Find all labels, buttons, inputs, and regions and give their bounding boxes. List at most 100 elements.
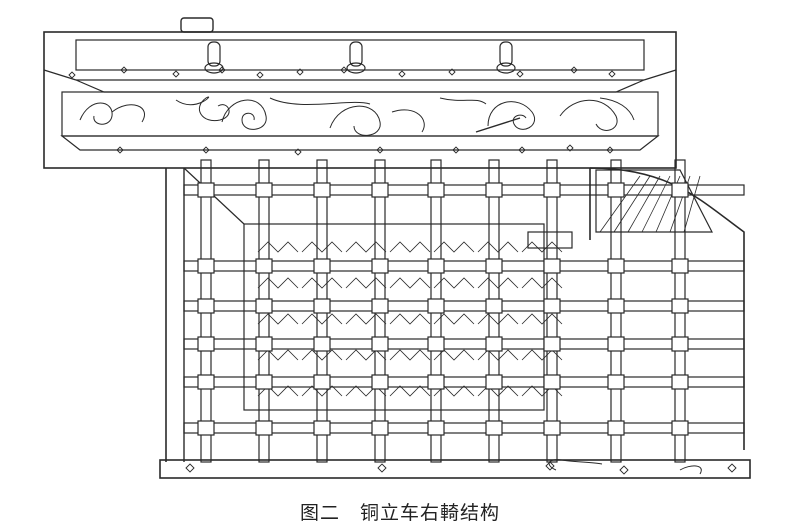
rosette-mark [566,144,574,152]
canopy-bevel-top [75,79,645,93]
frieze-scroll [269,97,371,105]
canopy-peg-base [496,62,516,74]
horizontal-rail [183,338,745,350]
fret-pattern [521,277,563,289]
fret-pattern [389,385,431,397]
rosette-mark [570,66,578,74]
canopy-peg [207,41,221,67]
joint-block [313,336,331,352]
canopy-beam [43,17,677,169]
canopy-peg-base [346,62,366,74]
fret-pattern [257,277,299,289]
fret-pattern [477,349,519,361]
rosette-mark [116,146,124,154]
joint-block [427,336,445,352]
fret-pattern [477,277,519,289]
joint-block [313,182,331,198]
fret-pattern [477,313,519,325]
fret-pattern [477,385,519,397]
fret-pattern [389,277,431,289]
frieze-scroll [559,97,635,131]
joint-block [197,420,215,436]
canopy-corner-line [43,69,77,81]
joint-block [485,298,503,314]
joint-block [371,336,389,352]
joint-block [255,298,273,314]
inner-panel [243,223,545,411]
joint-block [485,336,503,352]
joint-block [607,420,625,436]
horizontal-rail [183,260,745,272]
canopy-peg [349,41,363,67]
fret-pattern [433,241,475,253]
frieze-scroll [439,97,487,105]
fret-pattern [345,313,387,325]
fret-pattern [345,277,387,289]
base-scroll [679,465,702,475]
panel-body [165,167,745,462]
rear-brace-panel [595,169,713,233]
frieze-scroll [79,102,145,125]
base-rosette [377,463,387,473]
frieze-scroll [175,96,230,122]
fret-pattern [301,313,343,325]
joint-block [485,258,503,274]
joint-block [671,298,689,314]
joint-block [255,258,273,274]
joint-block [427,374,445,390]
figure-caption: 图二 铜立车右輢结构 [299,502,500,524]
joint-block [543,182,561,198]
rosette-mark [608,70,616,78]
rosette-mark [68,71,76,79]
joint-block [371,374,389,390]
rosette-mark [120,66,128,74]
fret-pattern [345,241,387,253]
fret-pattern [257,313,299,325]
base-scroll [548,459,603,471]
rosette-mark [256,71,264,79]
horizontal-rail [183,422,745,434]
joint-block [313,298,331,314]
canopy-outer [43,31,677,169]
joint-block [485,374,503,390]
canopy-frieze [61,91,659,137]
horizontal-rail [183,300,745,312]
fret-pattern [301,277,343,289]
rosette-mark [398,70,406,78]
canopy-top-rail [75,39,645,71]
rosette-mark [376,146,384,154]
fret-pattern [433,277,475,289]
canopy-peg [499,41,513,67]
joint-block [371,420,389,436]
fret-pattern [389,241,431,253]
joint-block [607,258,625,274]
joint-block [671,182,689,198]
base-rosette [727,463,737,473]
joint-block [255,374,273,390]
joint-block [543,374,561,390]
base-rail [159,459,751,479]
joint-block [427,182,445,198]
base-rail-bar [159,459,751,479]
joint-block [197,298,215,314]
fret-pattern [433,313,475,325]
rosette-mark [516,70,524,78]
base-rosette [185,463,195,473]
joint-block [607,298,625,314]
fret-pattern [477,241,519,253]
joint-block [255,420,273,436]
rosette-mark [172,70,180,78]
joint-block [543,298,561,314]
joint-block [485,182,503,198]
handle-grip [527,231,573,249]
rosette-mark [202,146,210,154]
fret-pattern [389,313,431,325]
fret-pattern [345,349,387,361]
lattice-grid [183,159,745,463]
joint-block [671,336,689,352]
joint-block [607,374,625,390]
rear-brace-hatch [641,175,671,233]
fret-pattern [521,313,563,325]
joint-block [607,336,625,352]
